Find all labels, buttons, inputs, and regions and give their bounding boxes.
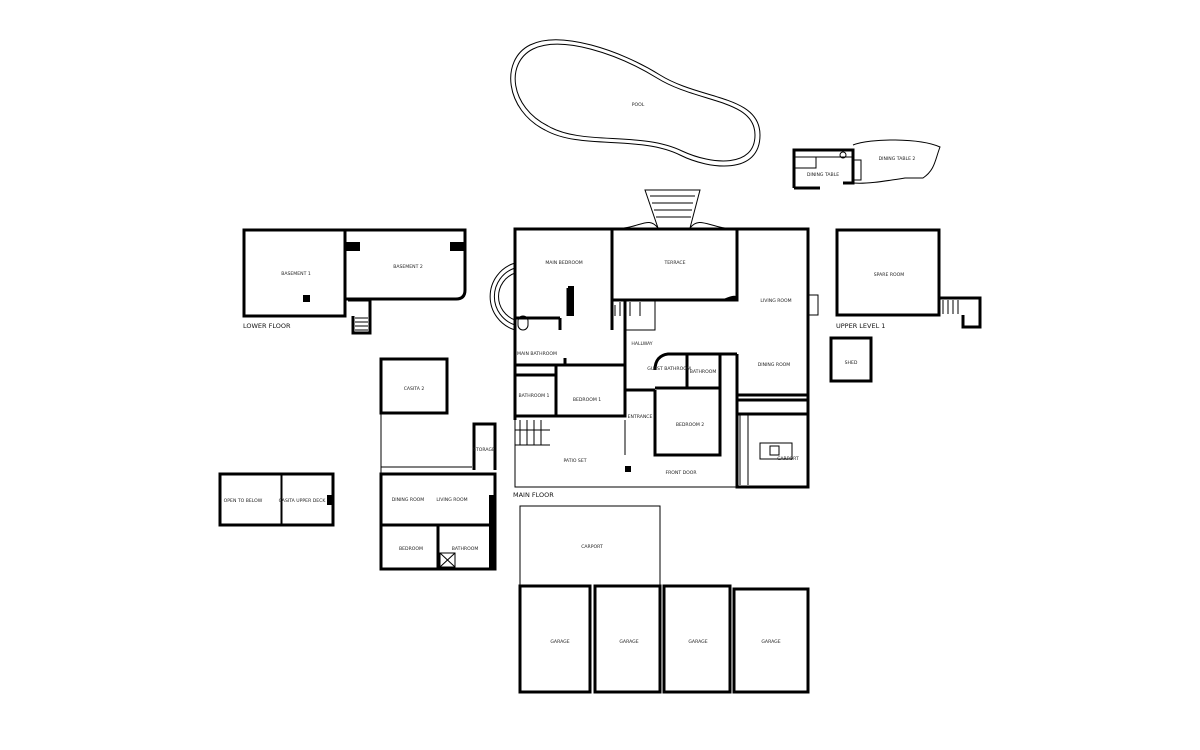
room-label-bathroom-1: BATHROOM 1 — [519, 393, 550, 399]
room-label-entrance: ENTRANCE — [628, 414, 653, 420]
room-label-casita-upper-deck: CASITA UPPER DECK — [279, 498, 327, 504]
room-label-dining-room: DINING ROOM — [758, 362, 791, 368]
room-label-bedroom-2: BEDROOM 2 — [676, 422, 704, 428]
floor-label-upper: UPPER LEVEL 1 — [836, 322, 885, 330]
room-label-guest-bathroom: GUEST BATHROOM — [647, 366, 691, 372]
main-floor: MAIN BEDROOM TERRACE LIVING ROOM HALLWAY… — [489, 227, 819, 499]
terrace-steps — [611, 189, 738, 230]
floor-label-main: MAIN FLOOR — [513, 491, 554, 499]
room-label-main-bathroom: MAIN BATHROOM — [517, 351, 557, 357]
room-label-garage: GARAGE — [688, 639, 707, 645]
lower-floor: BASEMENT 1 BASEMENT 2 LOWER FLOOR — [242, 228, 467, 335]
room-label-dining-table-2: DINING TABLE 2 — [879, 156, 916, 162]
room-label-casita-bathroom: BATHROOM — [452, 546, 479, 552]
room-label-storage: STORAGE — [473, 447, 495, 453]
room-label-main-bedroom: MAIN BEDROOM — [545, 260, 582, 266]
floor-label-lower: LOWER FLOOR — [243, 322, 291, 330]
room-label-shed: SHED — [845, 360, 858, 366]
room-label-pool: POOL — [632, 102, 645, 108]
room-label-garage: GARAGE — [761, 639, 780, 645]
room-label-casita-living-room: LIVING ROOM — [436, 497, 467, 503]
room-label-casita-bedroom: BEDROOM — [399, 546, 423, 552]
pool: POOL — [510, 39, 761, 167]
room-label-terrace: TERRACE — [663, 260, 685, 266]
room-label-garage: GARAGE — [550, 639, 569, 645]
room-label-basement-2: BASEMENT 2 — [393, 264, 423, 270]
room-label-front-door: FRONT DOOR — [665, 470, 697, 476]
room-label-spare-room: SPARE ROOM — [874, 272, 905, 278]
room-label-living-room: LIVING ROOM — [760, 298, 791, 304]
room-label-carport: CARPORT — [581, 544, 603, 550]
casita: CASITA 2 STORAGE DINING ROOM LIVING ROOM… — [379, 357, 497, 571]
room-label-bedroom-1: BEDROOM 1 — [573, 397, 601, 403]
room-label-casita-2: CASITA 2 — [404, 386, 425, 392]
dining-table-area: DINING TABLE DINING TABLE 2 — [792, 139, 941, 190]
room-label-hallway: HALLWAY — [631, 341, 652, 347]
room-label-kitchen-carport: CARPORT — [777, 456, 799, 462]
room-label-bathroom: BATHROOM — [690, 369, 717, 375]
room-label-patio-set: PATIO SET — [563, 458, 586, 464]
room-label-open-to-below: OPEN TO BELOW — [224, 498, 263, 504]
room-label-basement-1: BASEMENT 1 — [281, 271, 311, 277]
upper-level: SPARE ROOM UPPER LEVEL 1 SHED — [829, 228, 982, 383]
room-label-dining-table: DINING TABLE — [807, 172, 839, 178]
room-label-garage: GARAGE — [619, 639, 638, 645]
room-label-casita-dining-room: DINING ROOM — [392, 497, 425, 503]
casita-upper: OPEN TO BELOW CASITA UPPER DECK — [218, 472, 335, 527]
carport-garages: CARPORT GARAGE GARAGE GARAGE GARAGE — [518, 505, 810, 694]
